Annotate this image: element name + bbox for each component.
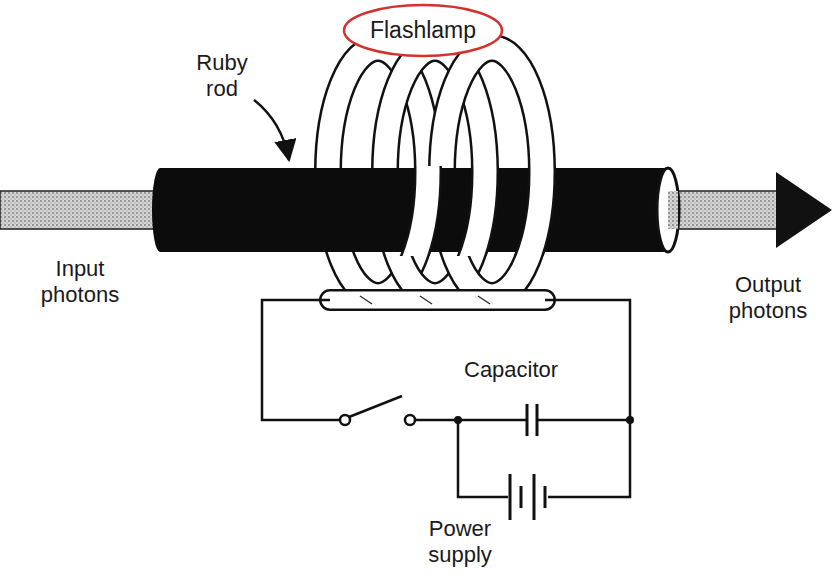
node-text: Flashlamp <box>342 16 504 44</box>
junction-dot <box>626 416 634 424</box>
part-label: Input photons <box>28 256 132 308</box>
switch-symbol <box>340 396 415 425</box>
output-arrowhead <box>776 172 832 248</box>
output-beam <box>668 191 778 229</box>
highlight-ellipse: Flashlamp <box>342 3 504 58</box>
battery-symbol <box>510 474 545 520</box>
circuit-wires <box>262 300 630 497</box>
part-label: Output photons <box>712 272 824 324</box>
input-beam <box>0 191 162 229</box>
junction-dot <box>454 416 462 424</box>
part-label: Power supply <box>418 516 502 568</box>
part-label: Ruby rod <box>186 50 258 102</box>
leader-line <box>254 100 289 160</box>
part-label: Capacitor <box>464 357 558 383</box>
flashlamp-coil-front <box>328 48 542 296</box>
capacitor-symbol <box>527 404 537 436</box>
